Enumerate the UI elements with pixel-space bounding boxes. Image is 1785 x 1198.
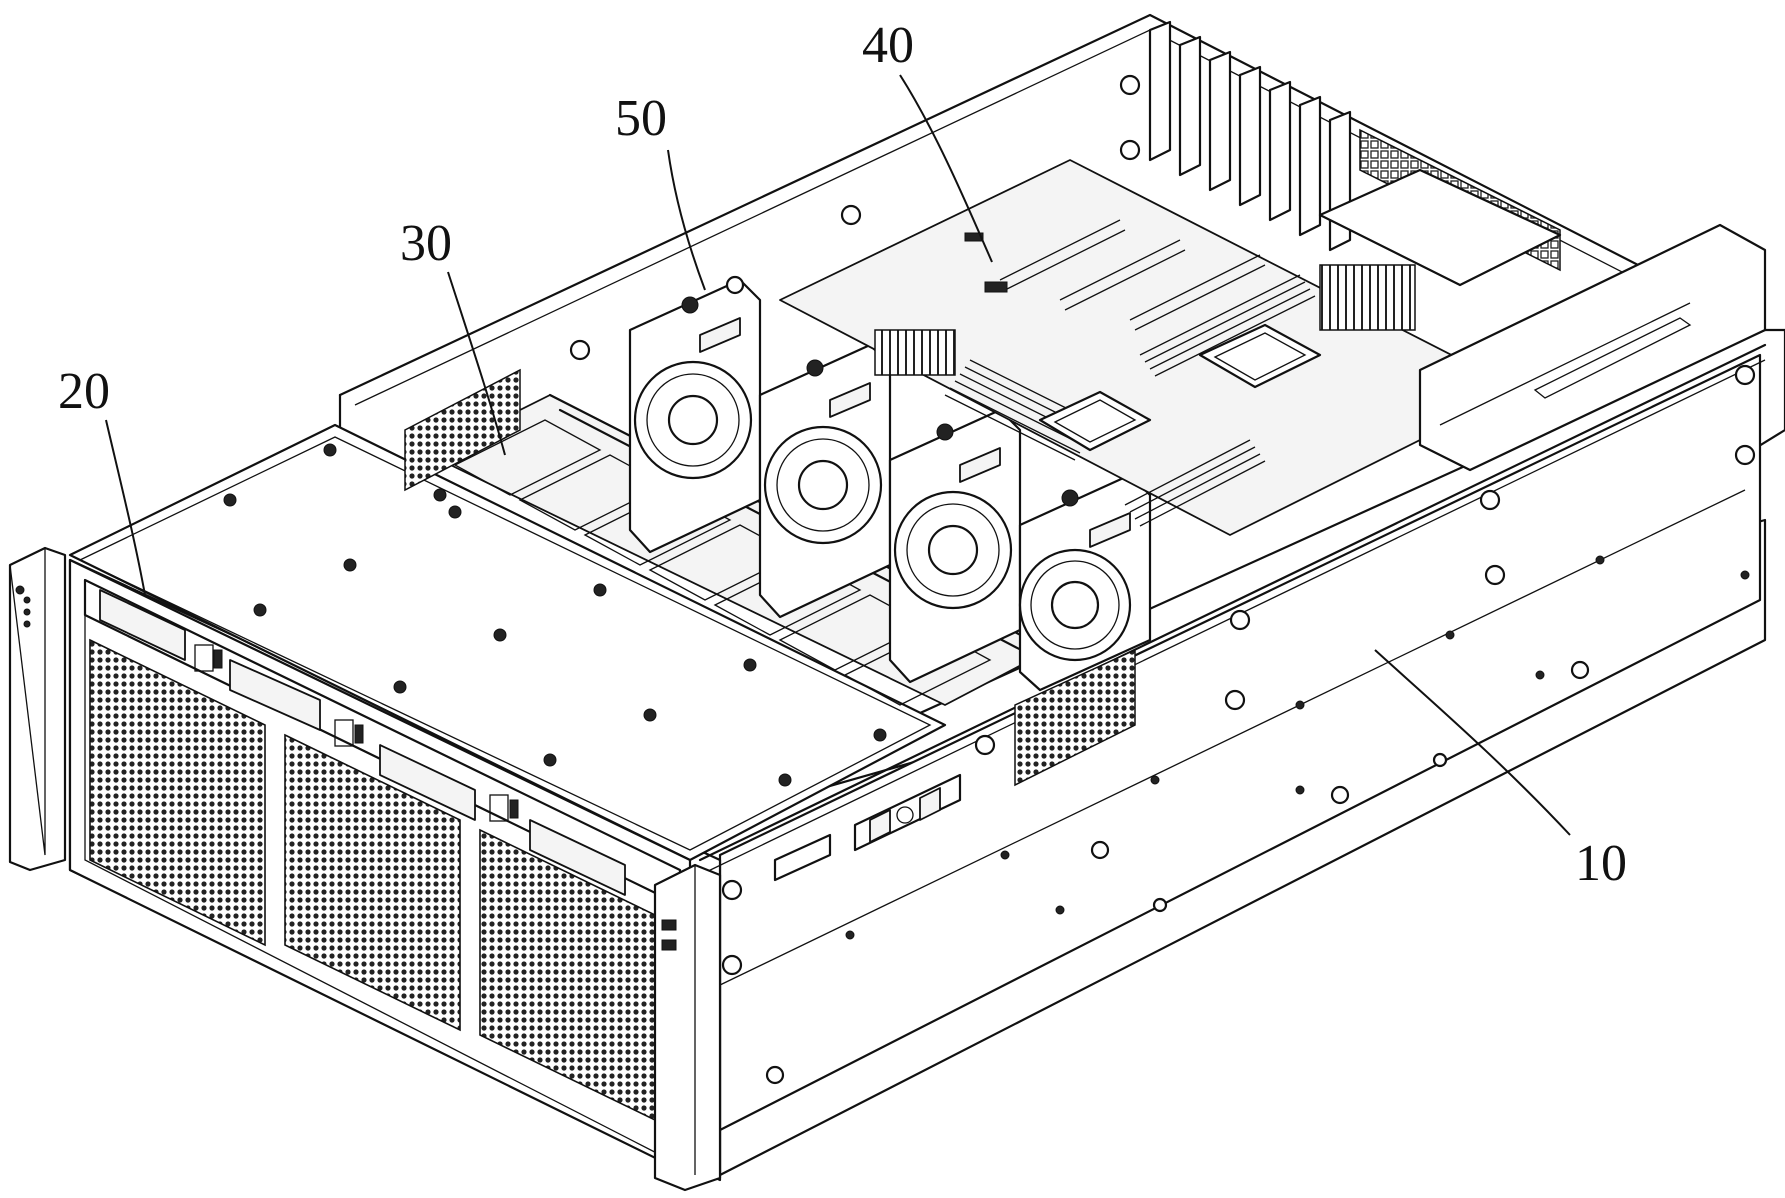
- motherboard: [779, 159, 1521, 536]
- callout-30: 30: [400, 215, 506, 456]
- front-mesh-left: [89, 638, 266, 947]
- power-supply-area: [1318, 168, 1767, 472]
- drive-caddy: [529, 819, 626, 896]
- front-mesh-center: [284, 733, 461, 1032]
- front-panel: [68, 558, 692, 1177]
- cover-screws: [223, 443, 887, 787]
- ref-numeral-20: 20: [58, 363, 110, 420]
- front-cover-plate: [68, 423, 947, 862]
- callout-10: 10: [1374, 649, 1627, 892]
- fan-module: [758, 343, 892, 619]
- fan-module: [628, 278, 762, 554]
- callout-50: 50: [615, 90, 706, 291]
- warning-labels: [773, 773, 962, 882]
- callout-40: 40: [862, 17, 993, 263]
- ref-numeral-30: 30: [400, 215, 452, 272]
- inner-vent: [404, 368, 521, 492]
- chipset-heatsink: [874, 329, 956, 376]
- drive-caddy: [99, 589, 186, 661]
- back-wall-screws: [569, 74, 1141, 361]
- drive-caddy: [379, 744, 476, 821]
- ref-numeral-50: 50: [615, 90, 667, 147]
- callouts: 40 50 30 20 10: [58, 17, 1627, 892]
- side-screws: [721, 364, 1756, 1085]
- ref-numeral-10: 10: [1575, 835, 1627, 892]
- side-vent: [1014, 648, 1136, 787]
- vrm-heatsink: [1319, 264, 1416, 331]
- rack-ear-left: [8, 546, 67, 872]
- drive-caddy: [229, 659, 321, 731]
- cpu-socket: [1038, 390, 1152, 452]
- rack-ear-right: [653, 863, 722, 1192]
- drive-bay: [83, 578, 682, 907]
- callout-20: 20: [58, 363, 146, 596]
- ref-numeral-40: 40: [862, 17, 914, 74]
- cpu-socket: [1198, 323, 1322, 389]
- fan-module: [1018, 473, 1152, 692]
